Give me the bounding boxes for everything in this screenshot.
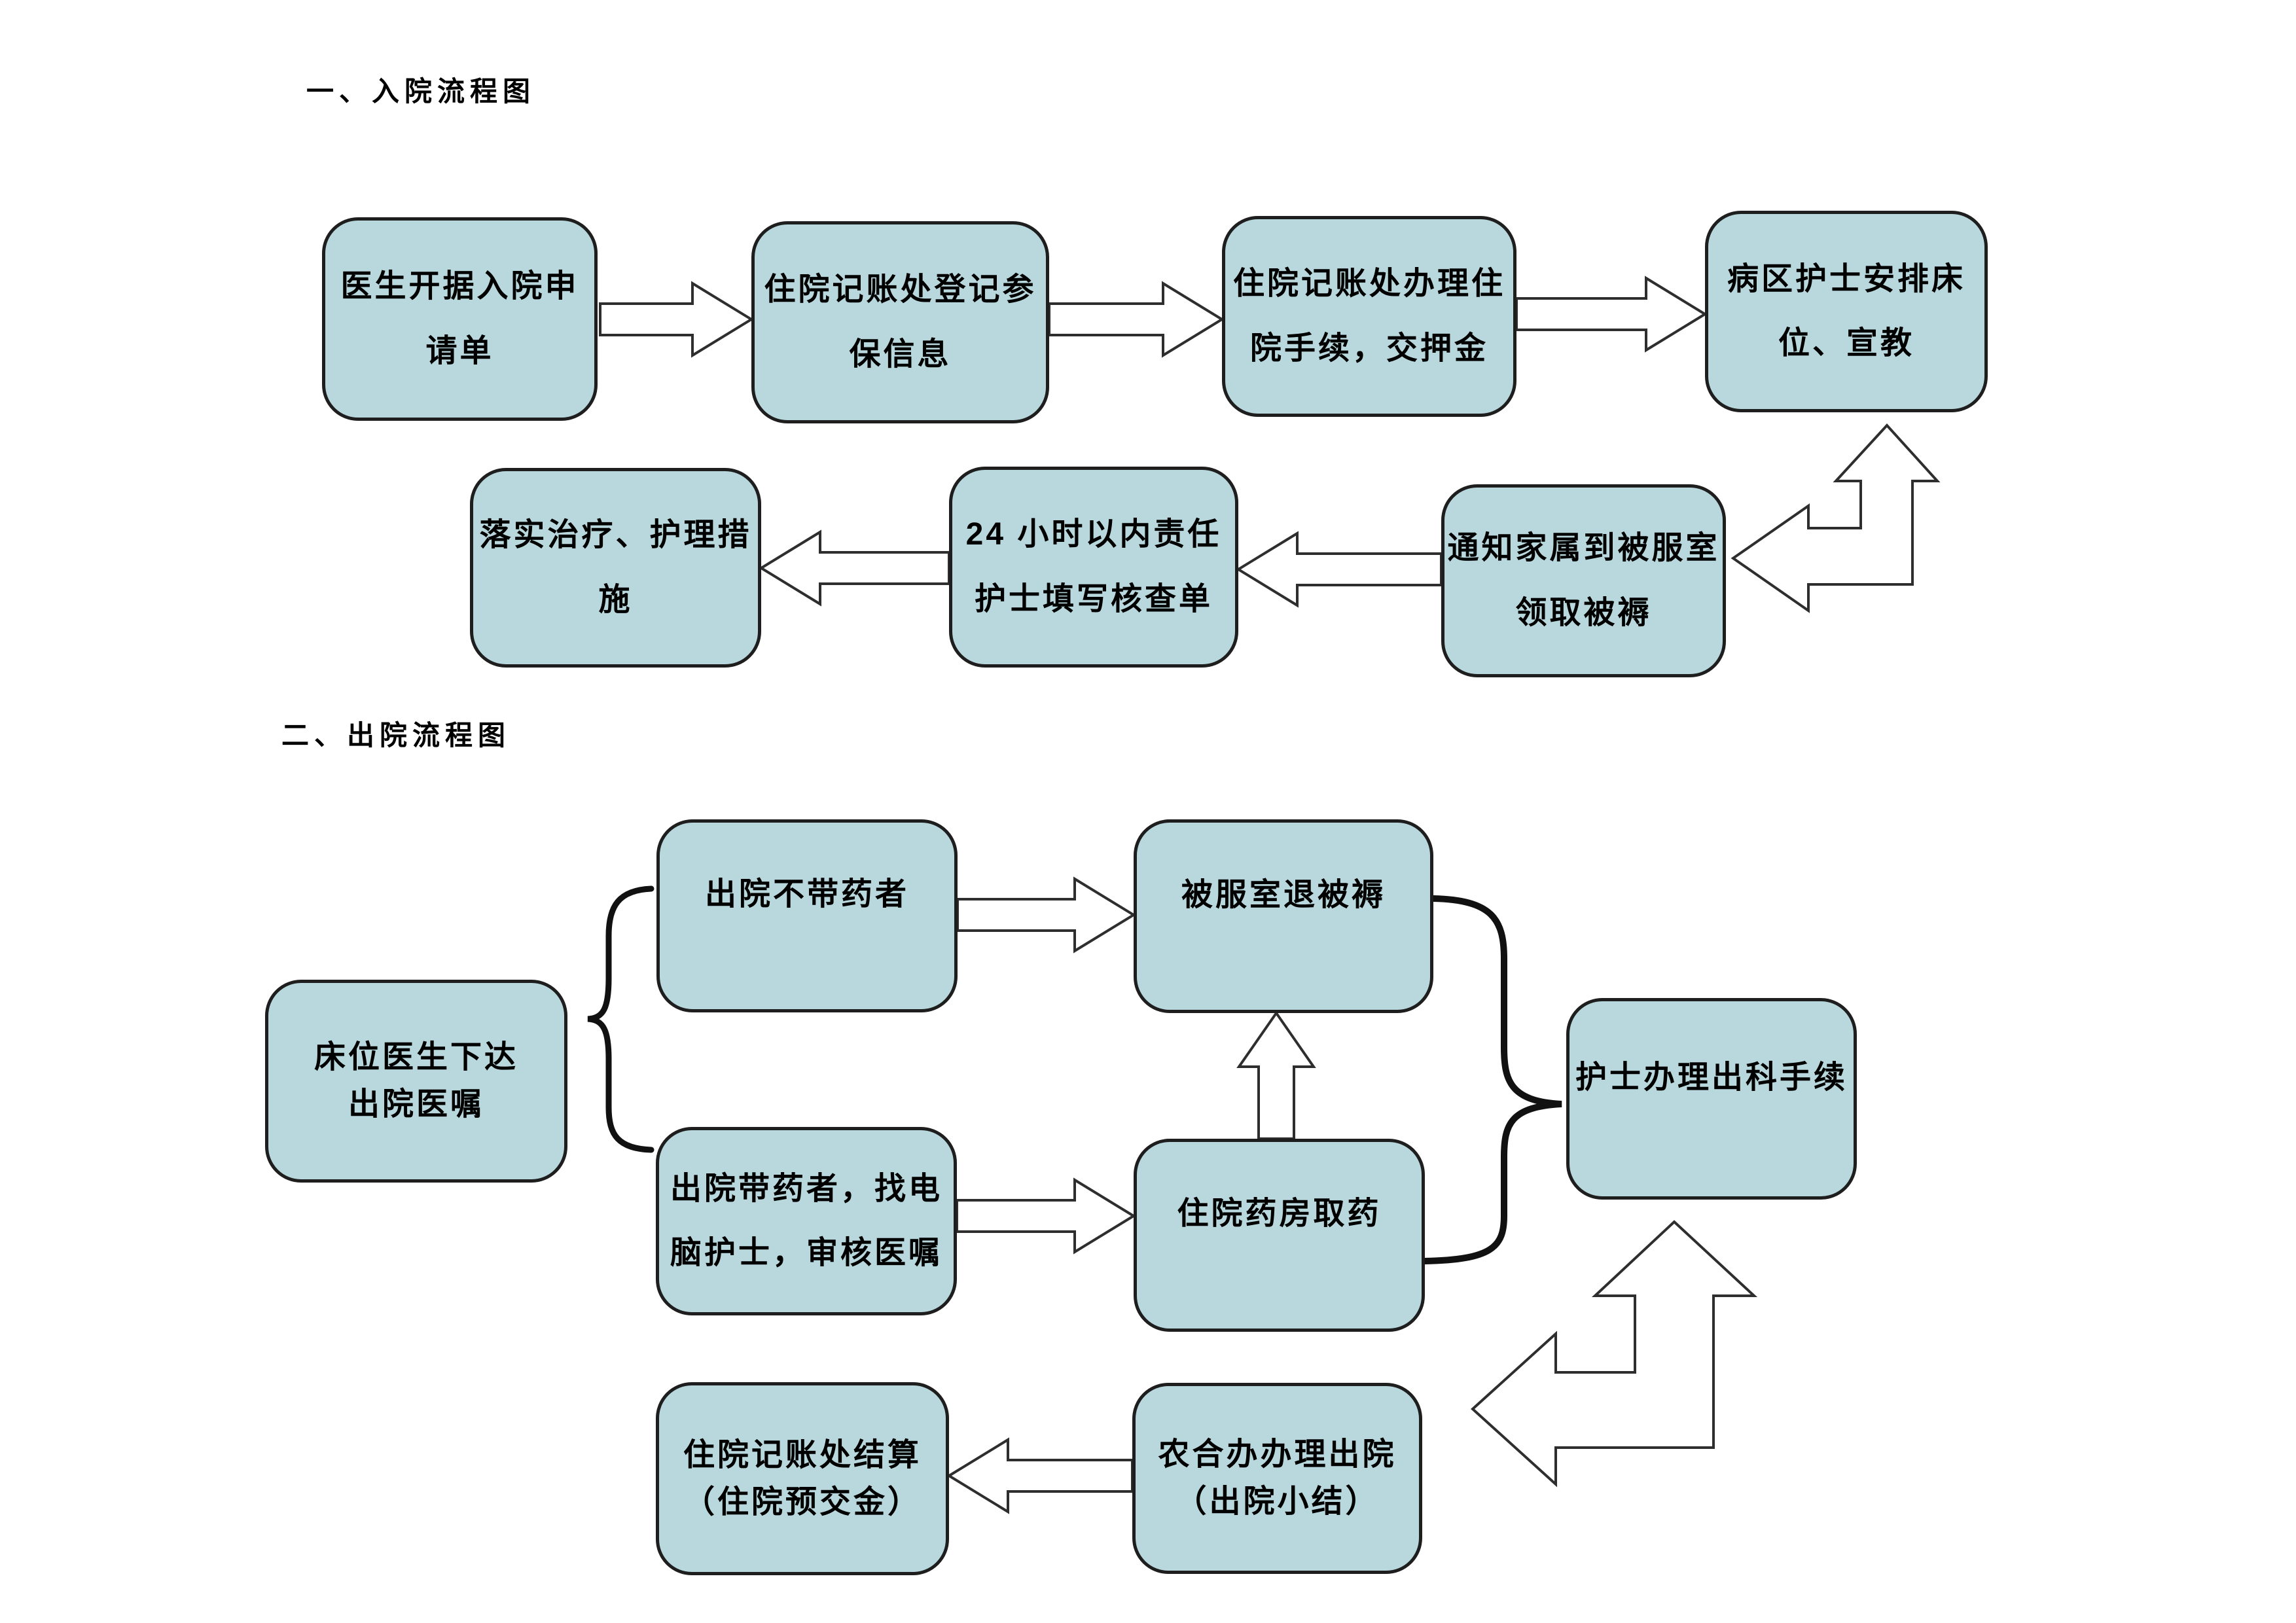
brace-right (1422, 895, 1562, 1264)
arrow-right-3 (1515, 276, 1708, 353)
box-nurse-checkout-procedure: 护士办理出科手续 (1566, 998, 1857, 1200)
box-line: 施 (598, 582, 633, 617)
section-title-admission: 一、入院流程图 (306, 76, 536, 107)
box-admission-procedure-deposit: 住院记账处办理住 院手续，交押金 (1222, 216, 1516, 417)
box-line: 出院医嘱 (348, 1087, 484, 1122)
box-line: 脑护士，审核医嘱 (670, 1236, 942, 1270)
box-pharmacy-pickup: 住院药房取药 (1134, 1139, 1425, 1332)
box-line: 住院药房取药 (1177, 1196, 1382, 1232)
arrow-right-4 (956, 876, 1136, 954)
box-discharge-without-meds: 出院不带药者 (656, 819, 958, 1012)
box-ward-nurse-arrange-bed: 病区护士安排床 位、宣教 (1705, 211, 1988, 412)
arrow-up-1 (1236, 1010, 1316, 1140)
box-return-bedding: 被服室退被褥 (1134, 819, 1433, 1013)
brace-left (587, 885, 655, 1153)
arrow-left-3 (946, 1437, 1134, 1514)
arrow-left-1 (1236, 531, 1443, 608)
box-notify-family-bedding: 通知家属到被服室 领取被褥 (1441, 484, 1726, 677)
arrow-right-5 (956, 1177, 1136, 1255)
box-discharge-with-meds: 出院带药者，找电 脑护士，审核医嘱 (656, 1127, 957, 1315)
arrow-right-1 (599, 281, 754, 358)
box-line: （住院预交金） (683, 1484, 922, 1520)
box-line: 位、宣教 (1778, 326, 1914, 361)
box-line: 住院记账处登记参 (764, 272, 1037, 308)
box-line: 病区护士安排床 (1727, 261, 1965, 296)
box-line: 落实治疗、护理措 (479, 518, 752, 553)
box-doctor-discharge-order: 床位医生下达 出院医嘱 (265, 980, 567, 1183)
arrow-right-2 (1048, 281, 1225, 358)
box-line: 住院记账处办理住 (1232, 266, 1505, 302)
box-line: 出院带药者，找电 (670, 1171, 942, 1206)
box-line: 床位医生下达 (314, 1040, 518, 1075)
box-line: 出院不带药者 (704, 877, 909, 912)
box-24h-nurse-checklist: 24 小时以内责任 护士填写核查单 (949, 467, 1238, 668)
box-line: 医生开据入院申 (340, 269, 579, 304)
box-line: 护士办理出科手续 (1575, 1060, 1848, 1095)
box-line: （出院小结） (1175, 1484, 1380, 1519)
box-line: 24 小时以内责任 (965, 517, 1222, 552)
box-line: 保信息 (849, 336, 952, 372)
box-line: 护士填写核查单 (974, 581, 1213, 616)
box-accounting-settlement: 住院记账处结算 （住院预交金） (656, 1382, 949, 1575)
box-doctor-admission-request: 医生开据入院申 请单 (322, 217, 598, 421)
box-line: 领取被褥 (1515, 595, 1652, 630)
box-rural-coop-discharge: 农合办办理出院 （出院小结） (1132, 1383, 1422, 1574)
box-implement-treatment-care: 落实治疗、护理措 施 (470, 468, 761, 668)
box-line: 住院记账处结算 (683, 1437, 922, 1472)
box-register-insurance-info: 住院记账处登记参 保信息 (751, 221, 1049, 423)
arrow-left-2 (759, 529, 950, 607)
bent-arrow-up-left-1 (1731, 423, 1941, 613)
box-line: 院手续，交押金 (1249, 330, 1488, 366)
box-line: 被服室退被褥 (1181, 877, 1386, 912)
bent-arrow-up-left-2 (1471, 1220, 1758, 1488)
box-line: 请单 (425, 333, 494, 368)
box-line: 通知家属到被服室 (1447, 531, 1720, 566)
section-title-discharge: 二、出院流程图 (281, 720, 511, 751)
box-line: 农合办办理出院 (1158, 1437, 1397, 1472)
